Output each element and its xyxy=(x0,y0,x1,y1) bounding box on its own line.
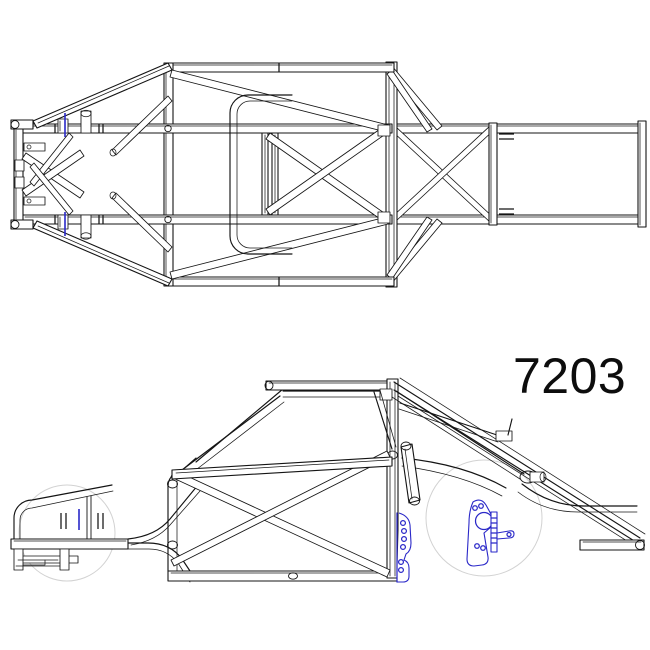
hl-rear-shock-bracket xyxy=(396,512,412,583)
cockpit-inner-rails xyxy=(21,123,393,225)
center-transmission-tunnel xyxy=(261,132,279,216)
part-number-label: 7203 xyxy=(513,348,626,404)
rear-tail-frame xyxy=(392,120,647,228)
rear-bulkhead xyxy=(385,61,398,288)
hl-rear-bellcrank xyxy=(466,499,515,567)
roof-rail xyxy=(264,380,397,398)
front-bumper xyxy=(10,484,129,571)
rear-cross-x-brace xyxy=(391,122,514,226)
rear-diagonal-gussets xyxy=(386,65,443,284)
main-cockpit-box xyxy=(163,62,395,287)
cockpit-floor-rail xyxy=(167,570,401,582)
rear-shock-body xyxy=(400,441,421,506)
rear-upper-strut xyxy=(398,402,513,443)
front-nose-rails xyxy=(127,484,201,583)
rear-axle-diagonal xyxy=(391,390,547,484)
front-a-arm-mount-brackets xyxy=(14,109,104,240)
cockpit-side-x-brace xyxy=(170,450,393,578)
front-wheel-envelope xyxy=(18,484,116,582)
main-roll-hoop xyxy=(181,388,285,477)
roll-cage-hoop-outline xyxy=(229,94,293,255)
side-view xyxy=(10,377,646,583)
rear-x-brace xyxy=(265,124,391,224)
rear-tail-rail xyxy=(579,539,645,551)
rear-roll-hoop xyxy=(386,378,399,579)
front-shock-tower xyxy=(60,513,104,529)
front-stub-diagonals xyxy=(109,95,173,253)
rear-trailing-arm xyxy=(401,457,638,513)
rear-wheel-envelope xyxy=(425,459,543,577)
front-clip-diagonals xyxy=(21,132,85,216)
tapered-front-clip xyxy=(32,62,173,287)
top-view xyxy=(10,61,647,288)
front-bumper-hoop xyxy=(10,119,34,230)
hoop-diagonal-brace xyxy=(373,388,397,450)
